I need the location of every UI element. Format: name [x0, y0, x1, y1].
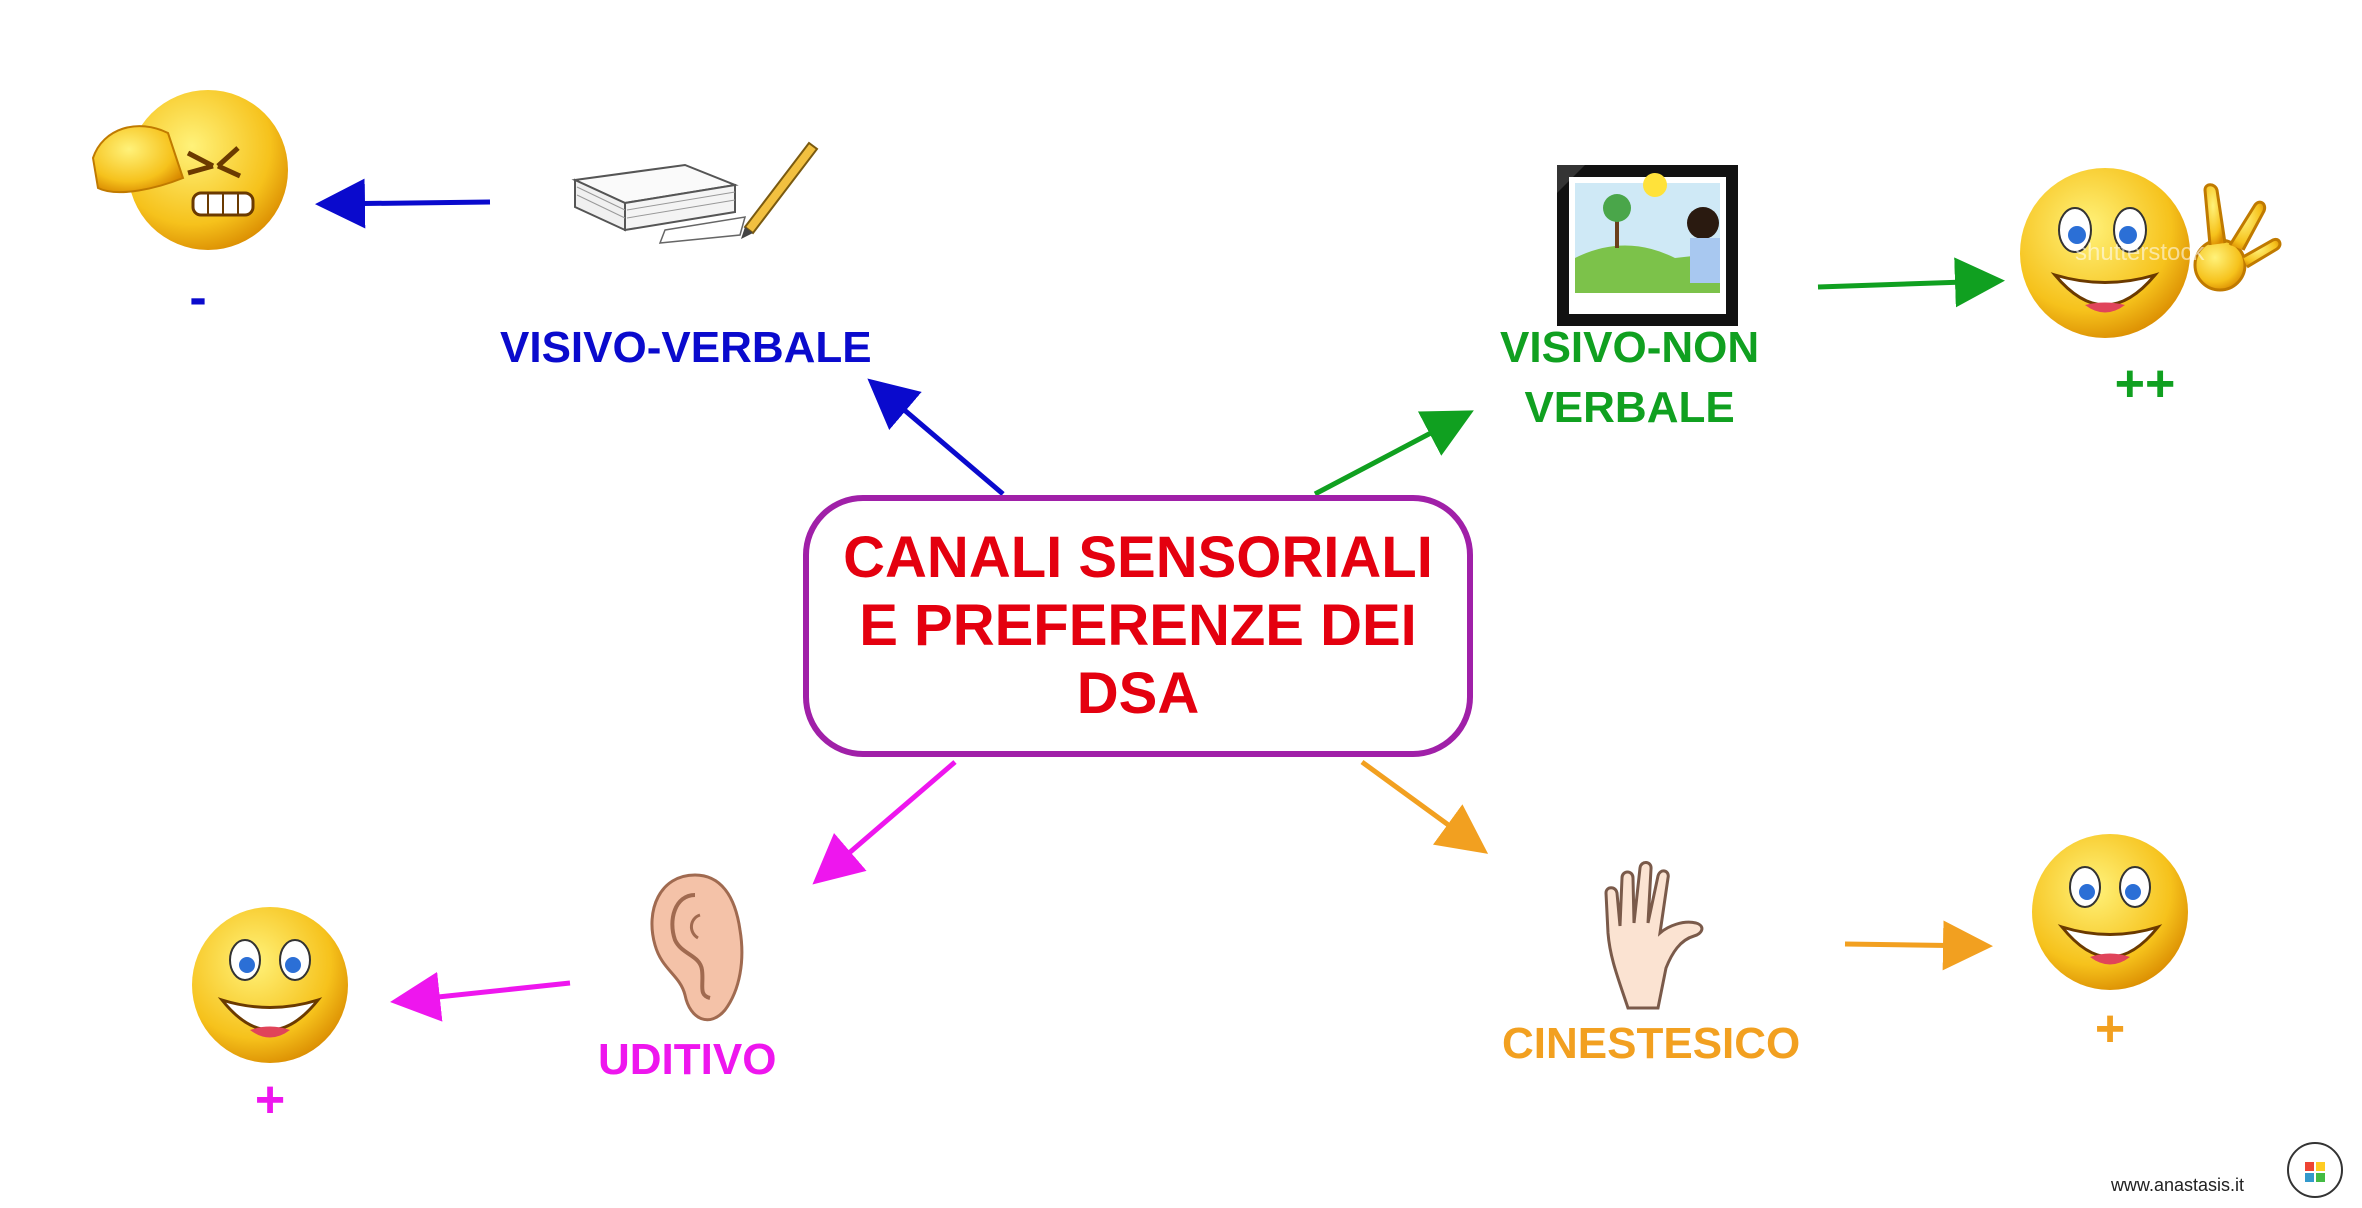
footer-site[interactable]: www.anastasis.it	[2110, 1175, 2244, 1195]
central-topic-box[interactable]: CANALI SENSORIALI E PREFERENZE DEI DSA	[803, 495, 1473, 757]
arrow-visivo-verbale-to-face	[315, 178, 491, 229]
label-visivo-verbale[interactable]: VISIVO-VERBALE	[500, 323, 872, 372]
label-cinestesico[interactable]: CINESTESICO	[1502, 1019, 1801, 1068]
arrow-to-uditivo	[812, 760, 957, 885]
watermark-text: shutterstock	[2075, 239, 2205, 266]
arrow-cinestesico-to-face	[1844, 920, 1993, 971]
mark-cinestesico: +	[2094, 1000, 2126, 1058]
picture-frame-icon	[1557, 165, 1738, 326]
arrow-to-cinestesico	[1360, 759, 1489, 854]
arrow-uditivo-to-face	[390, 971, 571, 1022]
supermappe-logo-icon	[2287, 1142, 2343, 1198]
mark-visivo-verbale: -	[189, 269, 207, 327]
hand-icon	[1604, 861, 1704, 1010]
central-topic-title: CANALI SENSORIALI E PREFERENZE DEI DSA	[843, 525, 1433, 726]
happy-face-cinestesico-icon	[2032, 834, 2188, 990]
paper-pencil-icon	[571, 141, 819, 244]
happy-face-uditivo-icon	[192, 907, 348, 1063]
mark-uditivo: +	[254, 1071, 286, 1129]
arrow-to-visivo-verbale	[867, 378, 1005, 496]
arrow-visivo-non-verbale-to-face	[1817, 257, 2005, 308]
ok-hand-face-icon: shutterstock	[2020, 168, 2282, 338]
frustrated-face-icon	[91, 90, 288, 250]
ear-icon	[650, 873, 744, 1022]
mark-visivo-non-verbale: ++	[2114, 355, 2176, 413]
arrow-to-visivo-non-verbale	[1313, 410, 1474, 497]
label-visivo-non-verbale[interactable]: VISIVO-NON VERBALE	[1500, 323, 1760, 432]
label-uditivo[interactable]: UDITIVO	[598, 1035, 777, 1084]
